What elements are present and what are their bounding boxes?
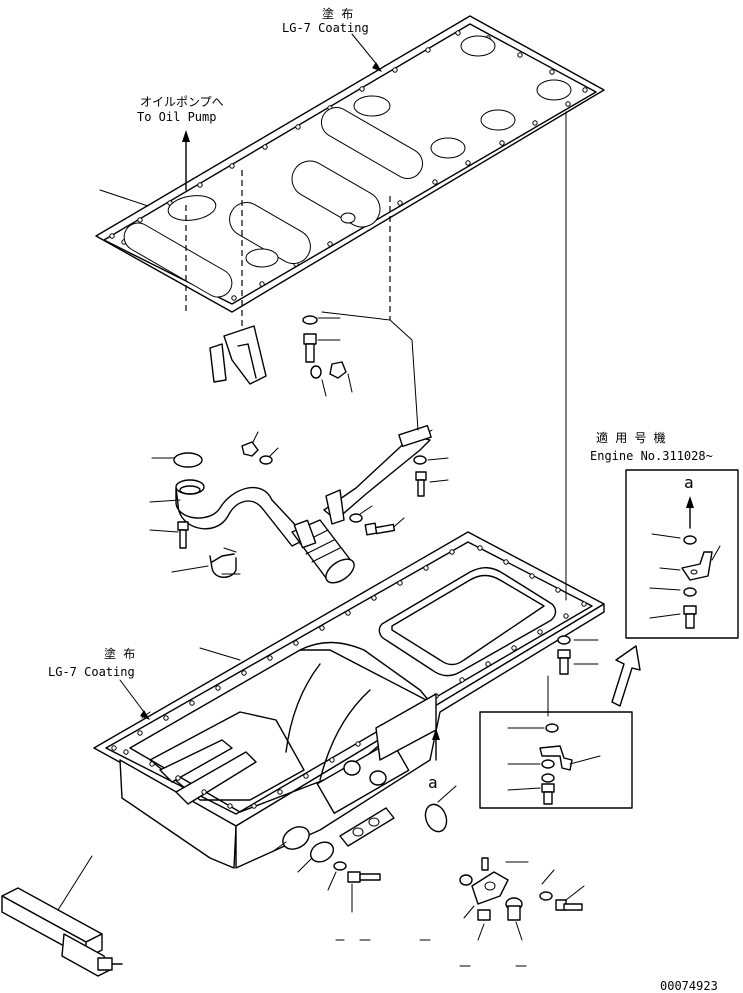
nut (329, 361, 347, 379)
washer (310, 365, 322, 379)
drawing-number: 00074923 (660, 979, 718, 993)
strainer-body (291, 519, 355, 584)
top-coating-en-label: LG-7 Coating (282, 21, 369, 35)
hollow-arrow-to-inset (611, 645, 641, 707)
u-bolt (209, 547, 241, 578)
center-bolts (302, 315, 347, 379)
gasket-plate (95, 15, 605, 313)
inset-pan-detail (479, 711, 633, 809)
applicable-en-label: Engine No.311028~ (590, 449, 713, 463)
washer (333, 861, 347, 871)
view-a-inset-label: a (684, 473, 694, 492)
drain-plug-assembly (282, 803, 448, 883)
pan-leader-lines (141, 711, 457, 913)
dipstick-tube (1, 855, 123, 977)
inset-frame (625, 469, 739, 639)
dashed-assembly-lines (185, 170, 391, 330)
bolt-shank (305, 343, 315, 363)
inset-frame (479, 711, 633, 809)
to-oil-pump-arrow (182, 130, 190, 191)
oil-pump-en-label: To Oil Pump (137, 110, 216, 124)
nut-washer-pipe (241, 441, 273, 465)
bolt-shank (359, 873, 381, 881)
pipe-bolt-left (177, 521, 189, 549)
washer (302, 315, 318, 325)
view-a-arrow (432, 728, 440, 761)
inset-engine-no (625, 469, 739, 639)
coating-arrows (119, 33, 382, 720)
view-a-pan-label: a (428, 773, 438, 792)
pan-right-hardware (547, 111, 599, 717)
bottom-coating-en-label: LG-7 Coating (48, 665, 135, 679)
bottom-right-hardware (335, 857, 585, 967)
drain-plug (424, 803, 448, 833)
bolt-head (347, 871, 361, 883)
pipe-bracket (209, 325, 267, 385)
support-bracket (321, 311, 432, 525)
oil-pan (93, 531, 605, 869)
bottom-coating-jp-label: 塗 布 (104, 646, 135, 661)
gasket-openings (123, 35, 572, 298)
applicable-jp-label: 適 用 号 機 (596, 430, 666, 445)
bracket-hardware-right (349, 455, 427, 536)
cover-plate (309, 841, 335, 863)
pan-bolt-holes (111, 545, 587, 809)
suction-pipe (175, 479, 355, 584)
strainer-o-ring (173, 452, 203, 468)
bolt-head (303, 333, 317, 345)
cover-gasket (282, 826, 310, 850)
oil-pump-jp-label: オイルポンプへ (140, 95, 224, 109)
top-coating-jp-label: 塗 布 (322, 6, 353, 21)
